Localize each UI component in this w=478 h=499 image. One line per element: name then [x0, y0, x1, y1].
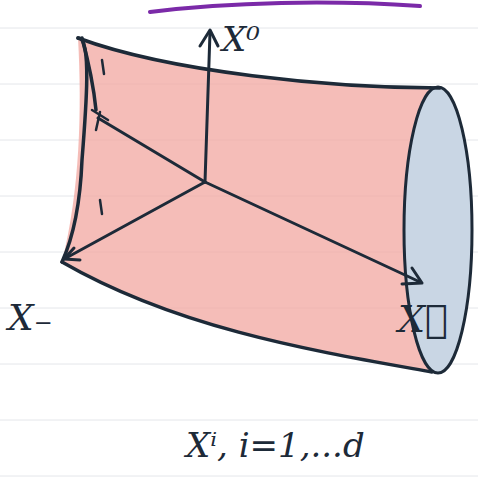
index-note: Xⁱ, i=1,...d: [186, 428, 365, 462]
axis-label: X⃗: [398, 300, 448, 338]
axis-label: X⁰: [222, 22, 260, 56]
tick-marks: [92, 60, 108, 214]
top-arc: [150, 3, 420, 12]
surface-fill: [62, 38, 440, 372]
surface-outline: [62, 38, 440, 372]
ruled-lines: [0, 28, 478, 476]
axis-label: X₋: [8, 300, 53, 336]
axes: [64, 30, 422, 284]
